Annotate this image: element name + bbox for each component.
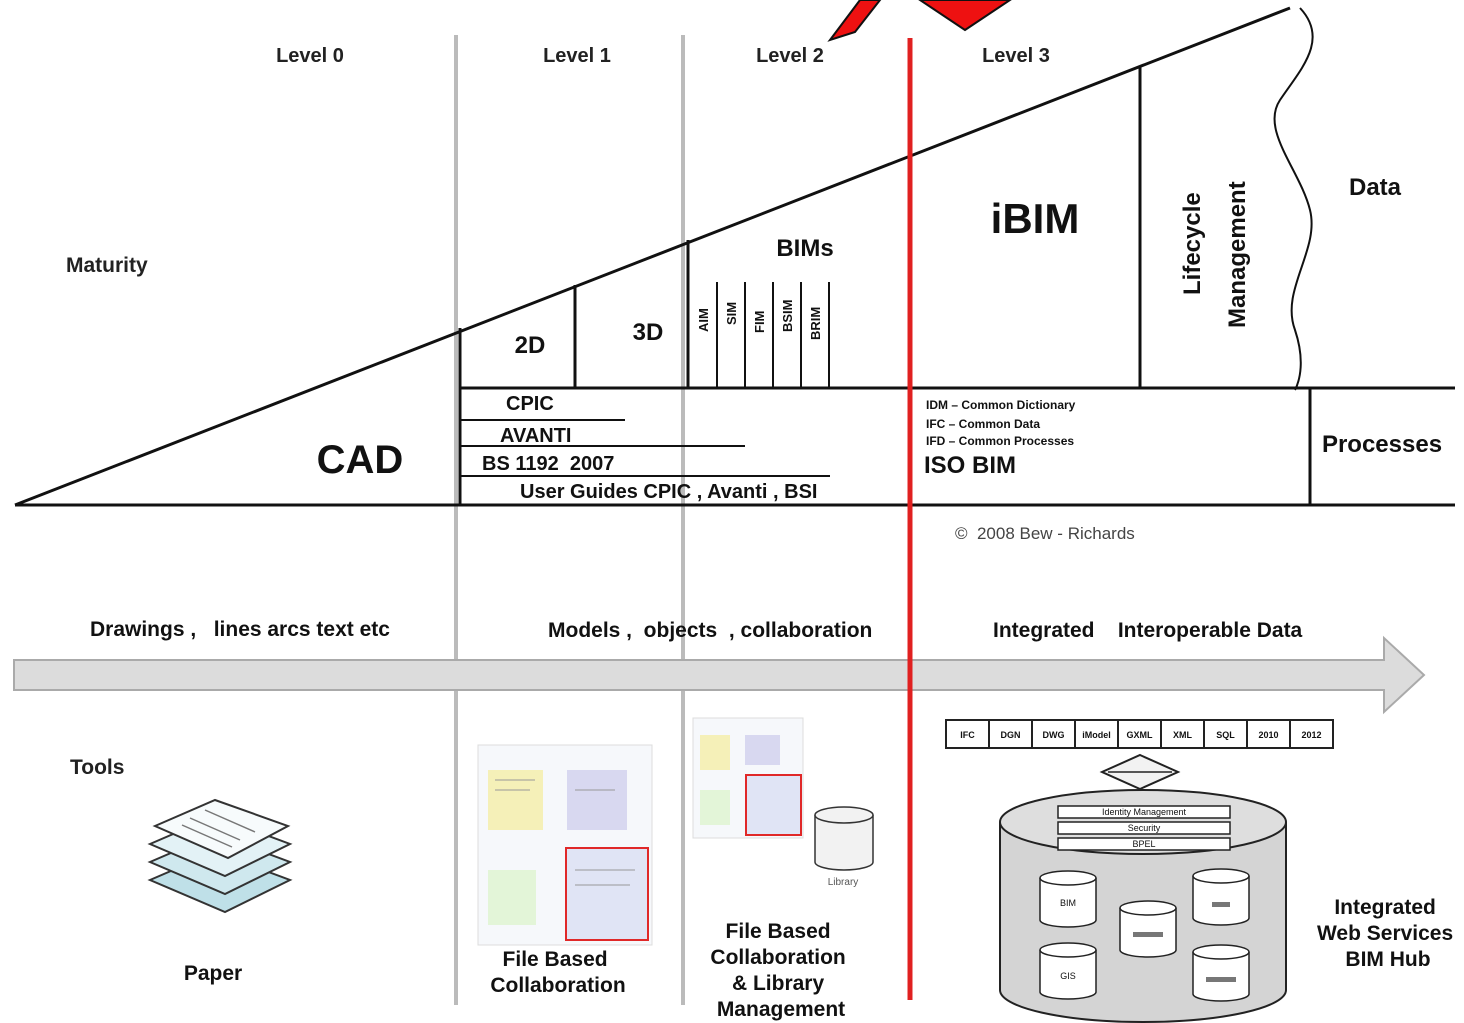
hub-label: Integrated Web Services BIM Hub: [1317, 896, 1459, 971]
arrow-label-middle: Models , objects , collaboration: [548, 619, 872, 642]
format-box-label: 2010: [1258, 730, 1278, 740]
hub-db-gis: GIS: [1060, 971, 1076, 981]
file-based-library-label: File Based Collaboration & Library Manag…: [710, 920, 851, 1021]
format-box-label: DGN: [1001, 730, 1021, 740]
cpic-label: CPIC: [506, 393, 554, 415]
bims-label: BIMs: [776, 235, 833, 262]
hub-db-bim: BIM: [1060, 898, 1076, 908]
arrow-label-right: Integrated Interoperable Data: [993, 619, 1303, 642]
format-box: [1031, 719, 1076, 749]
format-box: [1074, 719, 1119, 749]
format-box: [1160, 719, 1205, 749]
hub-label-line-1: Integrated: [1334, 896, 1436, 919]
bim-type-brim: BRIM: [808, 307, 823, 340]
format-box-label: SQL: [1216, 730, 1235, 740]
format-box: [1246, 719, 1291, 749]
file-based-library-line-1: File Based: [726, 920, 831, 943]
data-label: Data: [1349, 174, 1402, 201]
lifecycle-label: Lifecycle: [1179, 192, 1206, 295]
cad-label: CAD: [317, 438, 404, 482]
bim-type-columns: [716, 282, 830, 388]
copyright: © 2008 Bew - Richards: [955, 524, 1135, 543]
arrow-label-left: Drawings , lines arcs text etc: [90, 618, 390, 641]
format-boxes-row: IFC DGN DWG iModel GXML XML SQL 2010 2012: [945, 719, 1334, 749]
hub-layers: Identity Management Security BPEL: [1057, 805, 1231, 851]
hub-layer-identity: Identity Management: [1102, 807, 1187, 817]
file-based-library-line-4: Management: [717, 998, 845, 1021]
file-based-library-line-3: & Library: [732, 972, 825, 995]
file-based-collab-line-2: Collaboration: [490, 974, 625, 997]
file-based-collab-thumbnail: [477, 744, 653, 946]
maturity-label: Maturity: [66, 254, 148, 277]
library-db-icon: [814, 806, 874, 871]
level-0-header: Level 0: [276, 45, 344, 67]
management-label: Management: [1224, 181, 1251, 328]
wavy-edge: [1273, 7, 1314, 391]
paper-stack-icon: [147, 798, 293, 914]
format-box: [945, 719, 990, 749]
3d-label: 3D: [633, 319, 664, 346]
avanti-label: AVANTI: [500, 425, 571, 447]
bs1192-label: BS 1192 2007: [482, 453, 614, 475]
format-box-label: IFC: [960, 730, 975, 740]
progression-arrow: [13, 635, 1426, 715]
format-box-label: XML: [1173, 730, 1193, 740]
file-based-library-thumbnail: [692, 717, 804, 839]
top-red-arrow: [827, 0, 1012, 42]
tools-label: Tools: [70, 756, 124, 779]
format-box-label: GXML: [1127, 730, 1154, 740]
bim-type-fim: FIM: [752, 311, 767, 333]
format-box: [1289, 719, 1334, 749]
level-1-header: Level 1: [543, 45, 611, 67]
bim-type-labels: AIM SIM FIM BSIM BRIM: [696, 300, 823, 341]
level-3-header: Level 3: [982, 45, 1050, 67]
format-box-label: DWG: [1043, 730, 1065, 740]
bim-type-bsim: BSIM: [780, 300, 795, 333]
hub-label-line-3: BIM Hub: [1345, 948, 1430, 971]
file-based-collab-label: File Based Collaboration: [490, 948, 625, 997]
standards-rows: [460, 419, 830, 477]
hub-label-line-2: Web Services: [1317, 922, 1453, 945]
maturity-triangle: [14, 6, 1455, 507]
file-based-library-line-2: Collaboration: [710, 946, 845, 969]
hub-layer-security: Security: [1128, 823, 1161, 833]
bim-type-aim: AIM: [696, 308, 711, 332]
format-box-label: iModel: [1082, 730, 1111, 740]
hub-databases: [1039, 868, 1250, 1002]
format-box-label: 2012: [1301, 730, 1321, 740]
user-guides-label: User Guides CPIC , Avanti , BSI: [520, 481, 817, 503]
bim-type-sim: SIM: [724, 302, 739, 325]
format-box: [1203, 719, 1248, 749]
paper-label: Paper: [184, 962, 242, 985]
ifd-label: IFD – Common Processes: [926, 434, 1074, 448]
level-2-header: Level 2: [756, 45, 824, 67]
level-dividers: [454, 35, 685, 1005]
2d-label: 2D: [515, 332, 546, 359]
ibim-label: iBIM: [991, 195, 1080, 242]
library-label: Library: [828, 877, 859, 888]
ifc-label: IFC – Common Data: [926, 417, 1040, 431]
hub-layer-bpel: BPEL: [1132, 839, 1155, 849]
idm-label: IDM – Common Dictionary: [926, 398, 1076, 412]
file-based-collab-line-1: File Based: [503, 948, 608, 971]
iso-bim-label: ISO BIM: [924, 452, 1016, 479]
processes-label: Processes: [1322, 431, 1442, 458]
hub-db-placeholders: [1133, 902, 1236, 982]
